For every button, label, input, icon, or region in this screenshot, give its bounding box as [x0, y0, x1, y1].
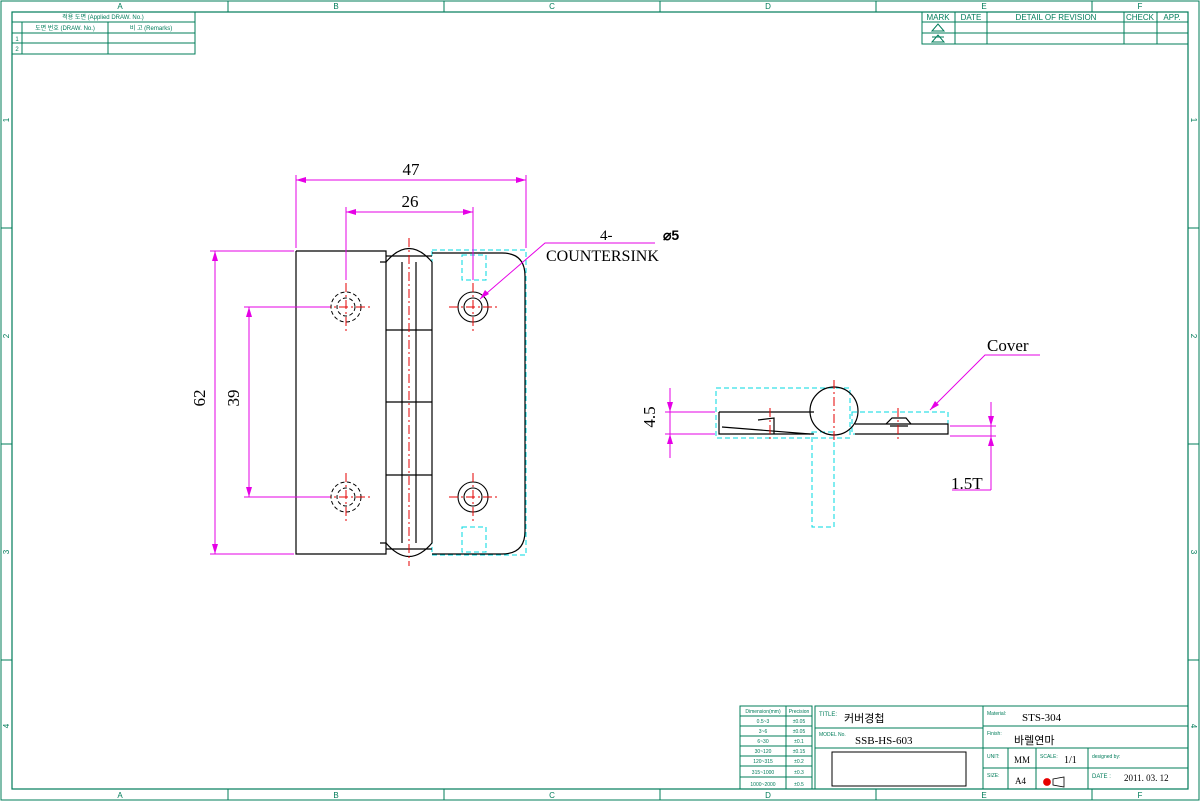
revision-col-detail: DETAIL OF REVISION	[1016, 13, 1097, 22]
cover-label: Cover	[987, 336, 1029, 355]
side-view-hidden-lines	[715, 387, 949, 528]
precision-row-tol: ±0.5	[794, 782, 804, 788]
applied-table-row-2: 2	[15, 47, 19, 53]
model-label: MODEL No.	[819, 732, 846, 738]
applied-table-col-drawing: 도면 번호 (DRAW. No.)	[35, 24, 95, 32]
size-value: A4	[1015, 776, 1026, 786]
front-view: 47 26 62 39 4- ⌀5 COUNTERSINK	[190, 160, 679, 566]
model-value: SSB-HS-603	[855, 735, 913, 747]
col-label-f: F	[1138, 2, 1143, 11]
side-view: Cover 4.5 1.5T	[640, 336, 1040, 528]
material-label: Material:	[987, 711, 1006, 717]
designed-by-label: designed by:	[1092, 754, 1120, 760]
row-label-3: 3	[2, 549, 11, 554]
applied-table-row-1: 1	[15, 37, 19, 43]
side-view-arrowheads	[667, 401, 994, 446]
dim-thickness: 1.5T	[951, 474, 983, 493]
precision-row-range: 315~1000	[752, 770, 775, 776]
border-row-labels: 1 2 3 4 1 2 3 4	[2, 117, 1198, 729]
col-label-b: B	[333, 2, 338, 11]
precision-row-range: 0.5~3	[757, 719, 770, 725]
col-label-f-bottom: F	[1138, 791, 1143, 800]
revision-col-date: DATE	[961, 13, 982, 22]
row-label-1: 1	[2, 117, 11, 122]
row-label-1-right: 1	[1189, 118, 1198, 123]
size-label: SIZE:	[987, 773, 1000, 779]
projection-symbol-icon	[1043, 776, 1065, 788]
date-label: DATE :	[1092, 774, 1111, 780]
revision-table: MARK DATE DETAIL OF REVISION CHECK APP.	[921, 11, 1189, 45]
finish-label: Finish:	[987, 731, 1002, 737]
title-value: 커버경첩	[844, 712, 884, 725]
finish-value: 바렐연마	[1014, 734, 1054, 747]
applied-drawing-table: 적용 도면 (Applied DRAW. No.) 도면 번호 (DRAW. N…	[11, 11, 196, 55]
front-view-arrowheads	[212, 177, 526, 554]
revision-col-mark: MARK	[926, 13, 950, 22]
callout-countersink: COUNTERSINK	[546, 248, 659, 265]
callout-quantity: 4-	[600, 228, 613, 244]
dim-hole-spacing-39: 39	[224, 390, 243, 407]
dim-height-62: 62	[190, 390, 209, 407]
applied-table-title: 적용 도면 (Applied DRAW. No.)	[62, 13, 144, 21]
col-label-a-bottom: A	[117, 791, 123, 800]
date-value: 2011. 03. 12	[1124, 773, 1169, 783]
front-view-outline	[295, 247, 526, 558]
side-view-centerlines	[769, 380, 899, 442]
col-label-e-bottom: E	[981, 791, 986, 800]
col-label-c-bottom: C	[549, 791, 555, 800]
precision-row-tol: ±0.3	[794, 770, 804, 776]
front-view-dimensions	[210, 175, 655, 555]
title-label: TITLE:	[819, 712, 837, 718]
border-column-labels: A B C D E F A B C D E F	[117, 2, 1142, 800]
row-label-2-right: 2	[1189, 334, 1198, 339]
callout-diameter: ⌀5	[663, 227, 679, 243]
unit-label: UNIT:	[987, 754, 1000, 760]
title-block: TITLE: 커버경첩 MODEL No. SSB-HS-603 Materia…	[814, 705, 1189, 790]
precision-row-range: 120~315	[753, 759, 773, 765]
revision-col-check: CHECK	[1126, 13, 1155, 22]
precision-row-range: 3~6	[759, 729, 768, 735]
row-label-4: 4	[2, 723, 11, 728]
col-label-c: C	[549, 2, 555, 11]
precision-row-tol: ±0.15	[793, 749, 806, 755]
precision-col-precision: Precision	[789, 709, 810, 715]
row-label-4-right: 4	[1189, 724, 1198, 729]
dim-hole-spacing-26: 26	[402, 192, 419, 211]
precision-col-dimension: Dimension(mm)	[745, 709, 781, 715]
dim-side-height: 4.5	[640, 406, 659, 427]
col-label-d: D	[765, 2, 771, 11]
col-label-b-bottom: B	[333, 791, 338, 800]
scale-label: SCALE:	[1040, 754, 1058, 760]
col-label-a: A	[117, 2, 123, 11]
col-label-d-bottom: D	[765, 791, 771, 800]
precision-row-tol: ±0.05	[793, 729, 806, 735]
scale-value: 1/1	[1064, 755, 1077, 766]
precision-row-range: 1000~2000	[750, 782, 775, 788]
front-view-hidden-lines	[431, 249, 527, 556]
applied-table-col-remarks: 비 고 (Remarks)	[130, 24, 172, 32]
front-view-centerlines	[322, 238, 498, 566]
precision-row-tol: ±0.05	[793, 719, 806, 725]
designer-logo-box	[831, 751, 967, 787]
material-value: STS-304	[1022, 712, 1062, 724]
row-label-2: 2	[2, 333, 11, 338]
precision-row-range: 30~120	[755, 749, 772, 755]
dim-width-47: 47	[403, 160, 421, 179]
precision-row-tol: ±0.1	[794, 739, 804, 745]
precision-table: Dimension(mm) Precision 0.5~3 ±0.05 3~6 …	[739, 705, 813, 790]
row-label-3-right: 3	[1189, 550, 1198, 555]
precision-row-range: 6~30	[757, 739, 768, 745]
col-label-e: E	[981, 2, 986, 11]
precision-row-tol: ±0.2	[794, 759, 804, 765]
revision-col-app: APP.	[1163, 13, 1180, 22]
unit-value: MM	[1014, 755, 1030, 765]
